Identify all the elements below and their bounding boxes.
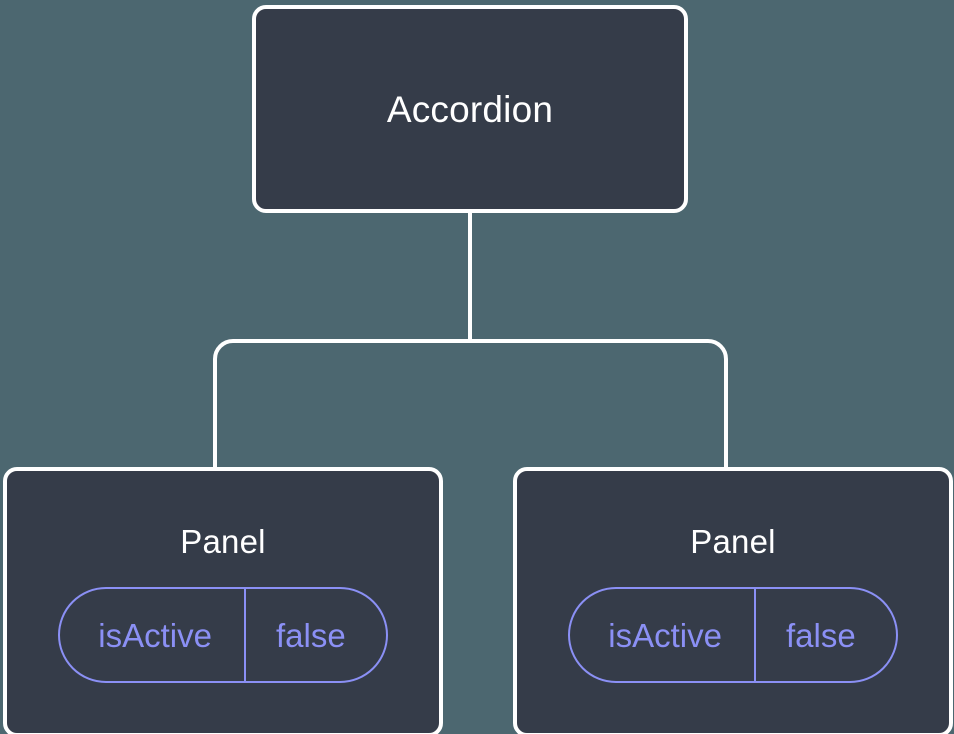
prop-value-is-active: false [243,589,386,681]
edge-accordion-to-panel-2 [470,339,728,472]
prop-pill-panel-1[interactable]: isActive false [58,587,388,683]
node-panel-2-label: Panel [690,523,776,560]
node-panel-1-label: Panel [180,523,266,560]
prop-key-is-active: isActive [608,616,722,654]
prop-value-is-active: false [753,589,896,681]
node-panel-2[interactable]: Panel isActive false [513,467,953,734]
node-panel-1[interactable]: Panel isActive false [3,467,443,734]
edge-accordion-to-panel-1 [213,339,470,472]
prop-pill-panel-2[interactable]: isActive false [568,587,898,683]
node-accordion[interactable]: Accordion [252,5,688,213]
node-accordion-label: Accordion [386,88,554,130]
prop-key-is-active: isActive [98,616,212,654]
